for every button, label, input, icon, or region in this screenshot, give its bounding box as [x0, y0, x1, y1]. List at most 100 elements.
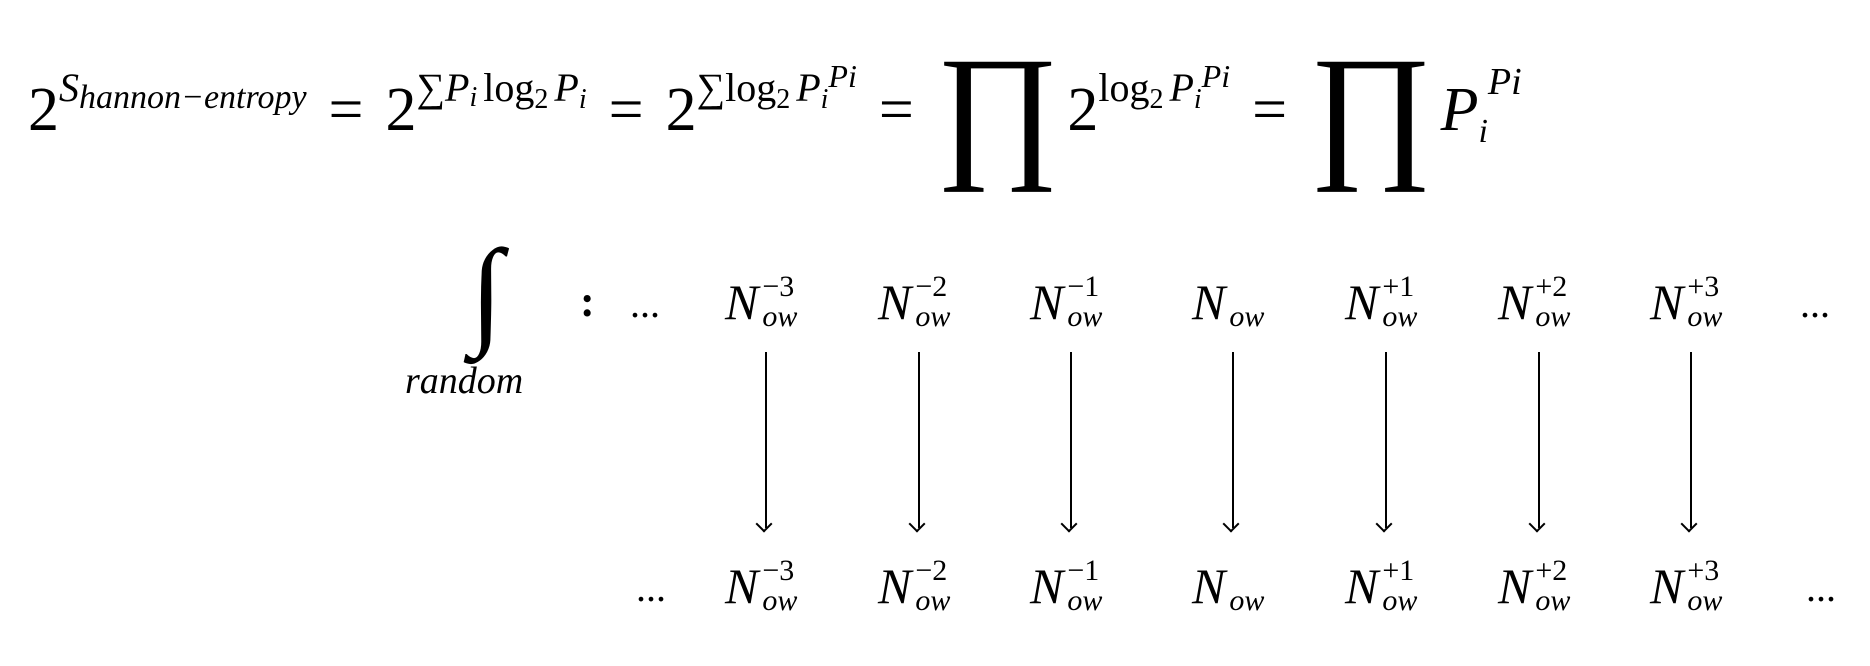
n-symbol: N	[1192, 274, 1226, 330]
n-subscript: ow	[1535, 584, 1571, 617]
term1-base: 2	[28, 76, 59, 144]
n-subscript: ow	[915, 584, 951, 617]
term4-log-sub: 2	[1149, 84, 1164, 115]
n-symbol: N	[1030, 558, 1064, 614]
down-arrow	[765, 352, 767, 528]
n-superscript: −3	[762, 554, 795, 587]
term3-base: 2	[665, 76, 697, 144]
n-subscript: ow	[1067, 300, 1103, 333]
term3-log-sub: 2	[776, 84, 791, 115]
n-symbol: N	[1030, 274, 1064, 330]
n-superscript: −1	[1067, 554, 1100, 587]
equals-sign: =	[1252, 76, 1288, 144]
term5-p: P	[1440, 76, 1479, 144]
ellipsis-right-top: ...	[1800, 281, 1830, 326]
product-symbol: ∏	[1309, 27, 1433, 193]
n-symbol: N	[1498, 274, 1532, 330]
term5-i: i	[1478, 113, 1488, 150]
n-subscript: ow	[915, 300, 951, 333]
n-subscript: ow	[762, 300, 798, 333]
term4-i: i	[1193, 84, 1202, 115]
term4-base: 2	[1067, 76, 1099, 144]
term2-p: P	[554, 65, 579, 110]
n-superscript: −2	[915, 554, 948, 587]
n-subscript: ow	[1535, 300, 1571, 333]
down-arrow	[918, 352, 920, 528]
n-symbol: N	[725, 558, 759, 614]
down-arrow	[1232, 352, 1234, 528]
n-superscript: +1	[1382, 554, 1415, 587]
term1-exp-s: S	[59, 65, 79, 110]
term5-pi: Pi	[1487, 61, 1522, 103]
n-symbol: N	[878, 558, 912, 614]
n-symbol: N	[1192, 558, 1226, 614]
down-arrow	[1385, 352, 1387, 528]
term4-log: log	[1098, 65, 1150, 110]
equals-sign: =	[878, 76, 914, 144]
n-superscript: +2	[1535, 270, 1568, 303]
term4-p: P	[1169, 65, 1194, 110]
n-subscript: ow	[1229, 584, 1265, 617]
n-superscript: +3	[1687, 554, 1720, 587]
term2-base: 2	[385, 76, 417, 144]
term3-sum-log: ∑log	[696, 65, 777, 110]
n-superscript	[1229, 556, 1264, 586]
n-superscript: +3	[1687, 270, 1720, 303]
down-arrow	[1690, 352, 1692, 528]
n-index-stack: ow	[1229, 556, 1264, 616]
n-superscript	[1229, 272, 1264, 302]
n-subscript: ow	[762, 584, 798, 617]
n-subscript: ow	[1067, 584, 1103, 617]
equals-sign: =	[608, 76, 644, 144]
equals-sign: =	[328, 76, 364, 144]
n-superscript: +2	[1535, 554, 1568, 587]
term2-log-sub: 2	[534, 84, 549, 115]
n-superscript: −3	[762, 270, 795, 303]
term3-i: i	[820, 84, 829, 115]
n-subscript: ow	[1382, 584, 1418, 617]
n-symbol: N	[1650, 274, 1684, 330]
n-symbol: N	[1345, 274, 1379, 330]
term3-pi: Pi	[828, 58, 857, 94]
integral-subscript: random	[405, 360, 524, 402]
ellipsis-left-bottom: ...	[636, 565, 666, 610]
term2-exp-sum: ∑P	[416, 65, 470, 110]
ellipsis-left-top: ...	[630, 281, 660, 326]
entropy-equation: 2 S hannon−entropy = 2 ∑P i log 2 P i = …	[28, 30, 1522, 190]
product-symbol: ∏	[935, 27, 1060, 193]
term2-exp-i: i	[469, 82, 478, 113]
n-symbol: N	[1498, 558, 1532, 614]
n-symbol: N	[1345, 558, 1379, 614]
n-subscript: ow	[1687, 300, 1723, 333]
n-index-stack: ow	[1229, 272, 1264, 332]
term2-i: i	[578, 84, 587, 115]
down-arrow	[1538, 352, 1540, 528]
n-superscript: −2	[915, 270, 948, 303]
colon: :	[580, 277, 595, 326]
n-subscript: ow	[1382, 300, 1418, 333]
term1-exp-sub: hannon−entropy	[79, 79, 307, 116]
